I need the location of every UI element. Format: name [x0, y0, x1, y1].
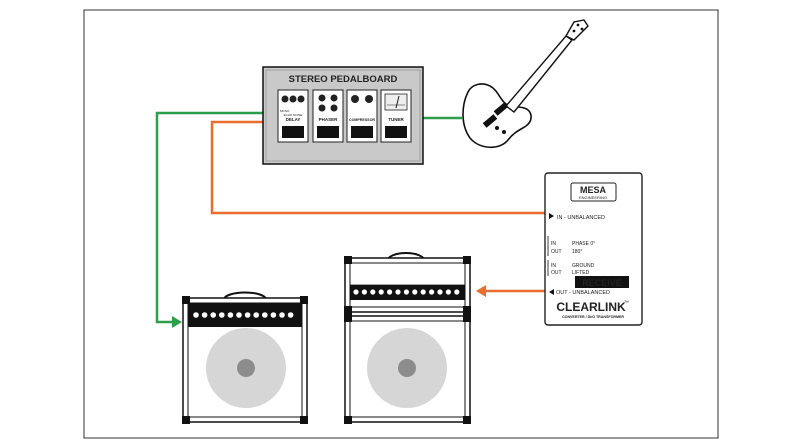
delay-pedal-sub-text: ECHO NOISE [284, 113, 303, 117]
in-label-2: IN [551, 263, 556, 269]
amp-knob [201, 312, 208, 318]
compressor-pedal-label: COMPRESSOR [349, 118, 375, 122]
amp-knob [287, 312, 294, 318]
amp-knob [412, 289, 418, 295]
clearlink-device: MESA ENGINEERING IN - UNBALANCED IN OUT … [544, 172, 643, 326]
compressor-pedal: COMPRESSOR [346, 89, 378, 143]
clearlink-subtitle: CONVERTER / DI/O TRANSFORMER [562, 315, 624, 319]
out-unbalanced-label: OUT - UNBALANCED [556, 290, 610, 296]
pedalboard-title: STEREO PEDALBOARD [289, 74, 398, 85]
amp-knob [420, 289, 426, 295]
out-label-1: OUT [551, 249, 562, 255]
orange-cable [210, 120, 545, 215]
delay-pedal-label: DELAY [286, 117, 301, 122]
phase-label: PHASE 0° [572, 241, 595, 247]
out-label-2: OUT [551, 270, 562, 276]
green-cable [155, 111, 278, 324]
amp-knob [219, 312, 225, 318]
amp-knob [227, 312, 234, 318]
amp-knob [193, 312, 199, 318]
amp-head-knobs [353, 289, 460, 295]
delay-pedal-top-text: MONO [280, 109, 290, 113]
amp-knob [253, 312, 260, 318]
amp-knob [395, 289, 401, 295]
in-label-1: IN [551, 241, 556, 247]
tuner-pedal: TUNER [380, 89, 412, 143]
mesa-logo: MESA [580, 185, 607, 195]
amp-head [344, 252, 471, 314]
amp-knob [454, 289, 460, 295]
amp-knob [429, 289, 435, 295]
diagram-frame [83, 9, 719, 439]
receive-label: RECEIVE [582, 278, 622, 288]
amp-knob [403, 289, 410, 295]
electric-guitar [462, 19, 589, 149]
amp-knob [378, 289, 384, 295]
tuner-pedal-label: TUNER [388, 117, 404, 122]
amp-knob [236, 312, 242, 318]
amp-knob [370, 289, 376, 295]
amp-knob [387, 289, 393, 295]
phase-label-180: 180° [572, 249, 582, 255]
combo-amp [182, 291, 308, 424]
combo-amp-knobs [193, 312, 294, 318]
stereo-pedalboard: STEREO PEDALBOARD MONO ECHO NOISE DELAY … [262, 66, 424, 165]
amp-knob [261, 312, 268, 318]
clearlink-trademark: ™ [624, 300, 629, 306]
amp-knob [279, 312, 285, 318]
speaker-cabinet [344, 314, 471, 424]
amp-knob [353, 289, 359, 295]
amp-knob [437, 289, 443, 295]
ground-label: GROUND [572, 263, 595, 269]
amp-knob [445, 289, 452, 295]
delay-pedal: MONO ECHO NOISE DELAY [277, 89, 309, 143]
orange-cable-arrowhead [476, 285, 486, 297]
green-cable-arrowhead [172, 316, 182, 328]
amp-knob [270, 312, 277, 318]
phaser-pedal: PHASER [312, 89, 344, 143]
receive-badge [575, 276, 629, 288]
clearlink-brand: CLEARLINK [556, 300, 626, 314]
amp-knob [361, 289, 368, 295]
lifted-label: LIFTED [572, 270, 590, 276]
amp-knob [210, 312, 216, 318]
phaser-pedal-label: PHASER [319, 117, 339, 122]
amp-knob [244, 312, 251, 318]
mesa-logo-engineering: ENGINEERING [579, 195, 607, 200]
in-unbalanced-label: IN - UNBALANCED [557, 215, 605, 221]
